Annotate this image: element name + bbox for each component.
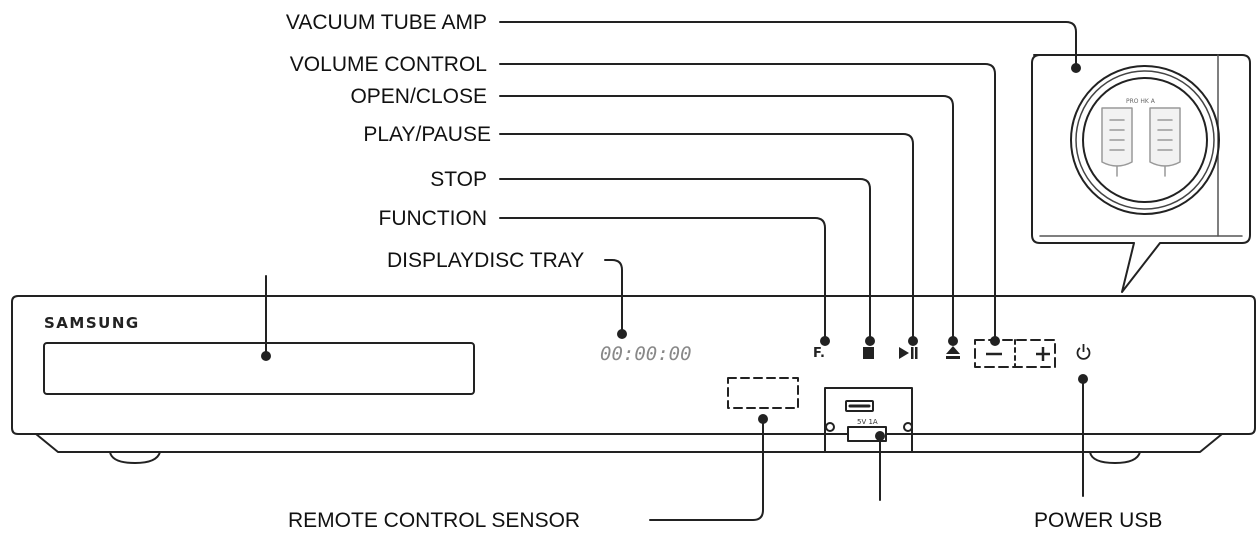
usb-door bbox=[824, 387, 913, 453]
label-open-close: OPEN/CLOSE bbox=[350, 85, 487, 108]
right-foot bbox=[1089, 451, 1141, 464]
power-button-icon bbox=[1076, 344, 1091, 360]
label-function: FUNCTION bbox=[378, 207, 488, 230]
disc-tray-slot bbox=[43, 342, 475, 395]
tube-window-outer bbox=[1070, 65, 1220, 215]
leader-function bbox=[499, 217, 826, 341]
brand-logo: SAMSUNG bbox=[44, 314, 140, 332]
label-vacuum-tube-amp: VACUUM TUBE AMP bbox=[285, 11, 487, 34]
stop-button-icon bbox=[863, 347, 874, 359]
label-remote-control-sensor: REMOTE CONTROL SENSOR bbox=[288, 509, 581, 532]
volume-plus-icon bbox=[1036, 347, 1050, 361]
leader-open-close bbox=[499, 95, 954, 341]
label-display-disc-tray: DISPLAYDISC TRAY bbox=[387, 249, 585, 272]
eject-button-icon bbox=[946, 346, 960, 359]
device-body bbox=[11, 295, 1256, 435]
vacuum-tube-left bbox=[1101, 107, 1133, 177]
leader-play-pause bbox=[499, 133, 914, 341]
label-power-usb: POWER USB bbox=[1034, 509, 1163, 532]
label-stop: STOP bbox=[430, 168, 487, 191]
leader-stop bbox=[499, 178, 871, 341]
label-play-pause: PLAY/PAUSE bbox=[363, 123, 491, 146]
label-volume-control: VOLUME CONTROL bbox=[289, 53, 487, 76]
usb-port-label: 5V 1A bbox=[857, 418, 878, 426]
left-foot bbox=[109, 451, 161, 464]
leader-vacuum-tube bbox=[499, 21, 1077, 67]
tube-window-ring bbox=[1075, 70, 1215, 210]
leader-volume-control bbox=[499, 63, 996, 338]
tube-window-inner bbox=[1082, 77, 1208, 203]
leader-display bbox=[604, 259, 623, 333]
play-pause-button-icon bbox=[899, 347, 918, 359]
tube-dial-text: PRO HK A bbox=[1126, 98, 1155, 105]
tube-callout-bubble bbox=[1031, 54, 1251, 293]
display-readout: 00:00:00 bbox=[600, 343, 692, 365]
function-button-label: F. bbox=[813, 346, 825, 361]
leader-remote-sensor bbox=[649, 420, 764, 521]
vacuum-tube-right bbox=[1149, 107, 1181, 177]
remote-sensor-window bbox=[727, 377, 799, 409]
device-base bbox=[35, 433, 1223, 453]
